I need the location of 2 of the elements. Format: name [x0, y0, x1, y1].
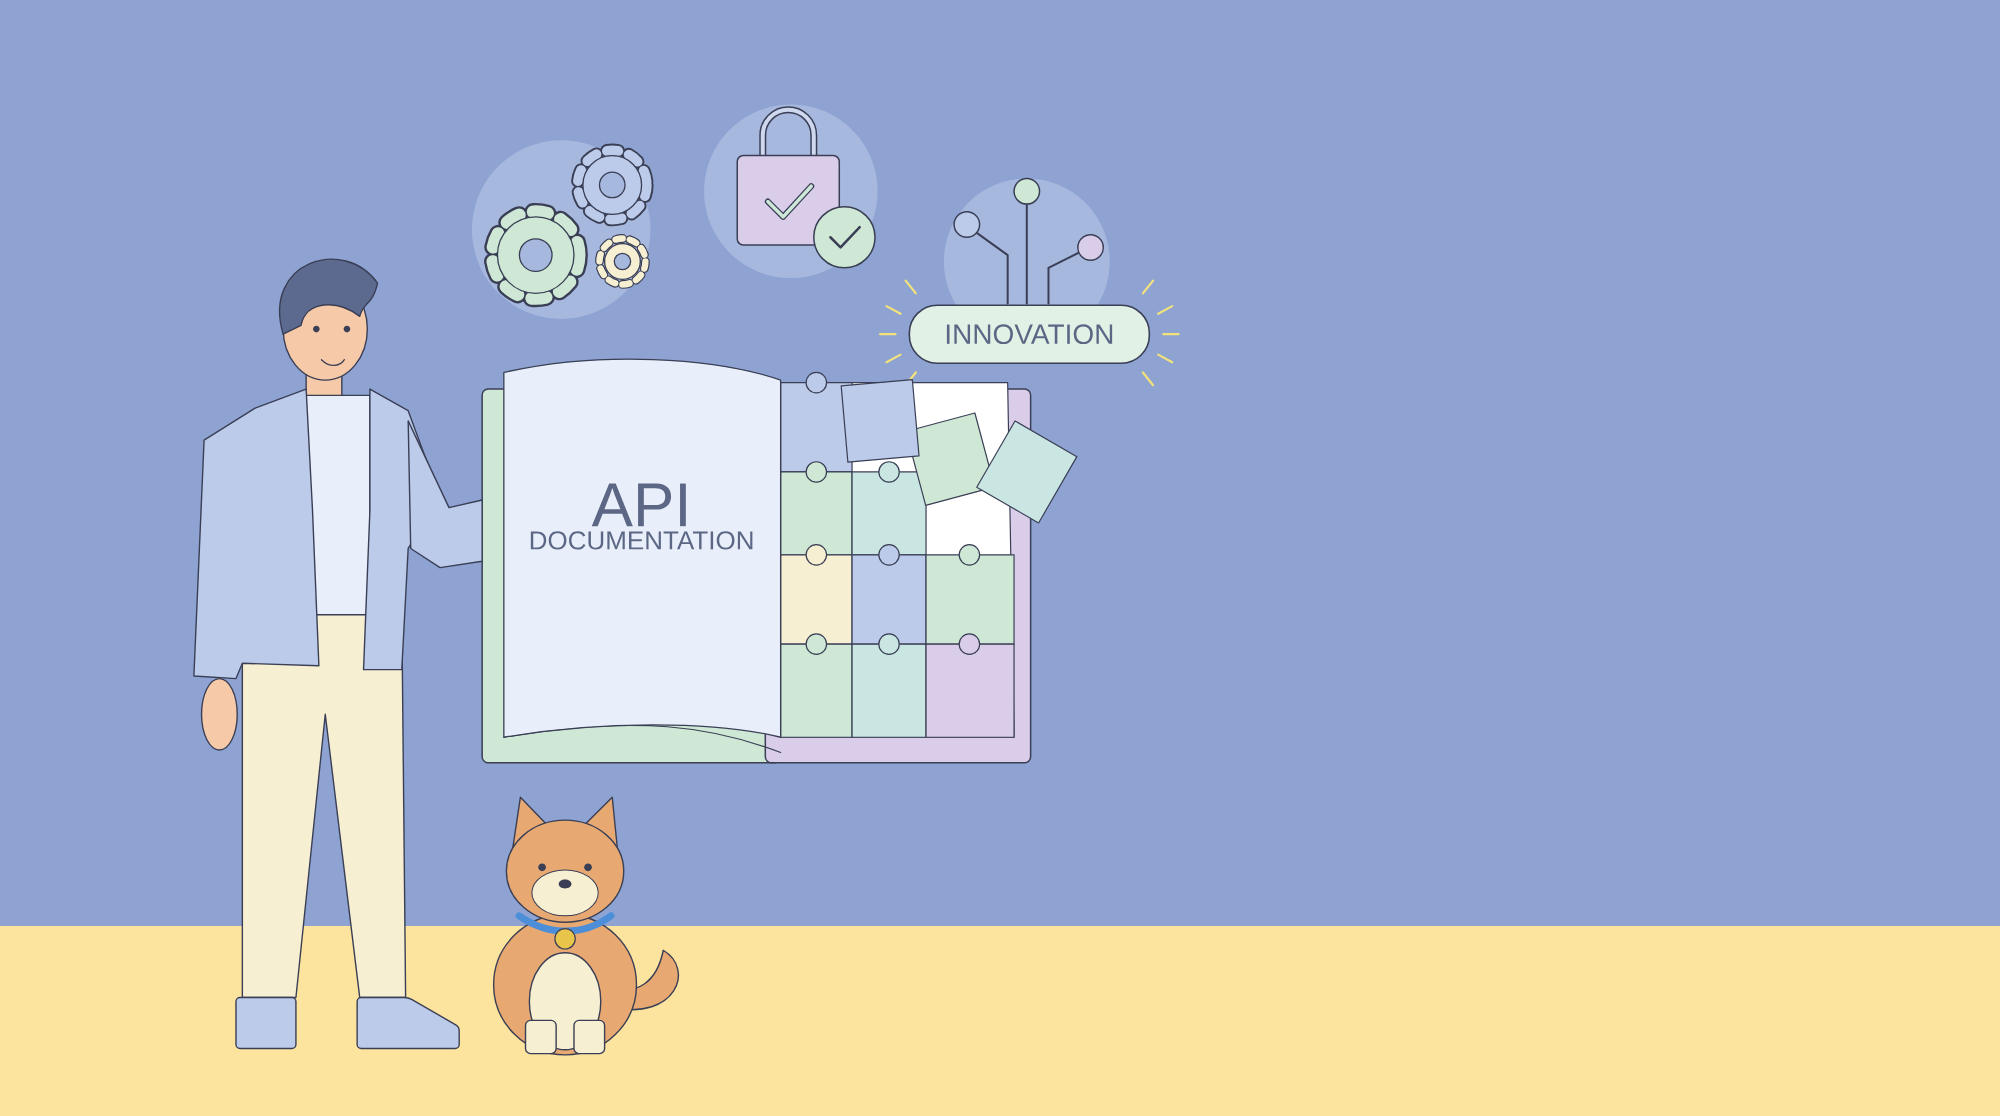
- pill-label: INNOVATION: [908, 304, 1151, 364]
- book-page: API DOCUMENTATION: [503, 358, 782, 738]
